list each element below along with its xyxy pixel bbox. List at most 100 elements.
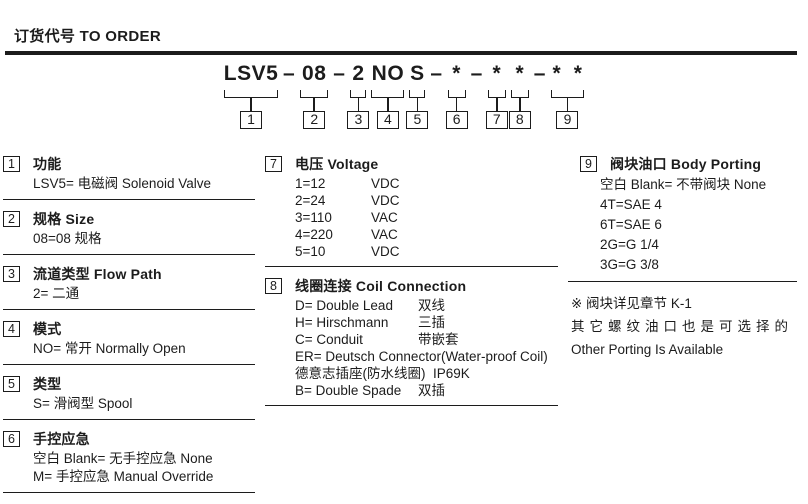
option-text: B= Double Spade xyxy=(295,383,402,398)
bracket-line xyxy=(300,90,329,98)
option-text: C= Conduit xyxy=(295,332,363,347)
code-segment-text: 08 xyxy=(302,62,327,85)
code-number-box: 3 xyxy=(347,111,370,129)
option-text: 空白 Blank= 无手控应急 None xyxy=(33,451,213,466)
code-number-box: 6 xyxy=(445,111,468,129)
option-text: D= Double Lead xyxy=(295,298,393,313)
item-option-row: 空白 Blank= 不带阀块 None xyxy=(600,175,797,195)
code-segment-6: *6 xyxy=(445,61,468,129)
option-text: 4=220 xyxy=(295,227,333,242)
bracket-line xyxy=(487,90,506,98)
option-text: S= 滑阀型 Spool xyxy=(33,396,133,411)
item-option-row: S= 滑阀型 Spool xyxy=(33,395,255,413)
bracket-stem xyxy=(250,98,252,111)
item-title: 线圈连接 Coil Connection xyxy=(295,277,467,294)
item-option-row: 08=08 规格 xyxy=(33,230,255,248)
item-number-box: 9 xyxy=(580,155,597,172)
item-title: 模式 xyxy=(33,320,62,337)
item-number-box: 1 xyxy=(3,155,20,172)
bracket-line xyxy=(371,90,405,98)
code-segment-text: – xyxy=(470,62,483,85)
option-note: VDC xyxy=(371,193,400,208)
option-note: VAC xyxy=(371,210,398,225)
code-segment-9: * *9 xyxy=(550,61,584,129)
item-option-row: 3G=G 3/8 xyxy=(600,255,797,275)
option-text: 3=110 xyxy=(295,210,332,225)
item-number-box: 4 xyxy=(3,320,20,337)
item-number-box: 5 xyxy=(3,375,20,392)
bracket-line xyxy=(409,90,426,98)
item-title: 手控应急 xyxy=(33,430,90,447)
code-segment-text: – xyxy=(283,62,296,85)
option-text: 08=08 规格 xyxy=(33,231,102,246)
code-dash: – xyxy=(333,61,345,87)
separator-line xyxy=(3,254,255,255)
item-option-row: ER= Deutsch Connector(Water-proof Coil) xyxy=(295,348,558,365)
item-title: 阀块油口 Body Porting xyxy=(610,155,762,172)
option-text: 5=10 xyxy=(295,244,326,259)
code-segment-text: – xyxy=(533,62,546,85)
option-text: H= Hirschmann xyxy=(295,315,389,330)
spec-item-4: 4 模式 NO= 常开 Normally Open xyxy=(3,320,255,365)
item-body: LSV5= 电磁阀 Solenoid Valve xyxy=(33,175,255,193)
item-body: 08=08 规格 xyxy=(33,230,255,248)
option-text: 1=12 xyxy=(295,176,326,191)
option-note: VAC xyxy=(371,227,398,242)
item-option-row: 2=24 VDC xyxy=(295,192,558,209)
item-body: 空白 Blank= 无手控应急 None M= 手控应急 Manual Overr… xyxy=(33,450,255,486)
page-title: 订货代号 TO ORDER xyxy=(14,28,161,45)
code-segment-text: * xyxy=(492,62,502,85)
bracket-stem xyxy=(416,98,419,111)
item-option-row: 2G=G 1/4 xyxy=(600,235,797,255)
item-number-box: 3 xyxy=(3,265,20,282)
item-option-row: C= Conduit 带嵌套 xyxy=(295,331,558,348)
option-text: 2=24 xyxy=(295,193,326,208)
option-note: 带嵌套 xyxy=(418,332,459,347)
separator-line xyxy=(3,492,255,493)
bracket-stem xyxy=(387,98,389,111)
item-body: NO= 常开 Normally Open xyxy=(33,340,255,358)
code-segment-text: – xyxy=(333,62,346,85)
item-option-row: 德意志插座(防水线圈) IP69K xyxy=(295,365,558,382)
item-option-row: 空白 Blank= 无手控应急 None xyxy=(33,450,255,468)
item-body: 2= 二通 xyxy=(33,285,255,303)
item-option-row: M= 手控应急 Manual Override xyxy=(33,468,255,486)
code-segment-8: *8 xyxy=(508,61,531,129)
bracket-stem xyxy=(313,98,315,111)
code-segment-text: * xyxy=(452,62,461,85)
option-text: 2G=G 1/4 xyxy=(600,237,659,252)
code-dash: – xyxy=(283,61,295,87)
option-note: 双插 xyxy=(418,383,445,398)
option-text: M= 手控应急 Manual Override xyxy=(33,469,214,484)
option-text: LSV5= 电磁阀 Solenoid Valve xyxy=(33,176,211,191)
option-text: 空白 Blank= 不带阀块 None xyxy=(600,177,767,192)
option-text: 6T=SAE 6 xyxy=(600,217,662,232)
code-segment-text: LSV5 xyxy=(223,62,279,85)
code-segment-text: NO xyxy=(371,62,405,85)
bracket-stem xyxy=(566,98,569,111)
item-title: 电压 Voltage xyxy=(295,155,379,172)
option-text: NO= 常开 Normally Open xyxy=(33,341,186,356)
item-number-box: 2 xyxy=(3,210,20,227)
bracket-stem xyxy=(519,98,521,111)
item-option-row: 2= 二通 xyxy=(33,285,255,303)
item-option-row: B= Double Spade 双插 xyxy=(295,382,558,399)
option-text: 3G=G 3/8 xyxy=(600,257,659,272)
code-dash: – xyxy=(534,61,546,87)
bracket-line xyxy=(224,90,279,98)
porting-note-line: ※ 阀块详见章节 K-1 xyxy=(571,296,692,311)
